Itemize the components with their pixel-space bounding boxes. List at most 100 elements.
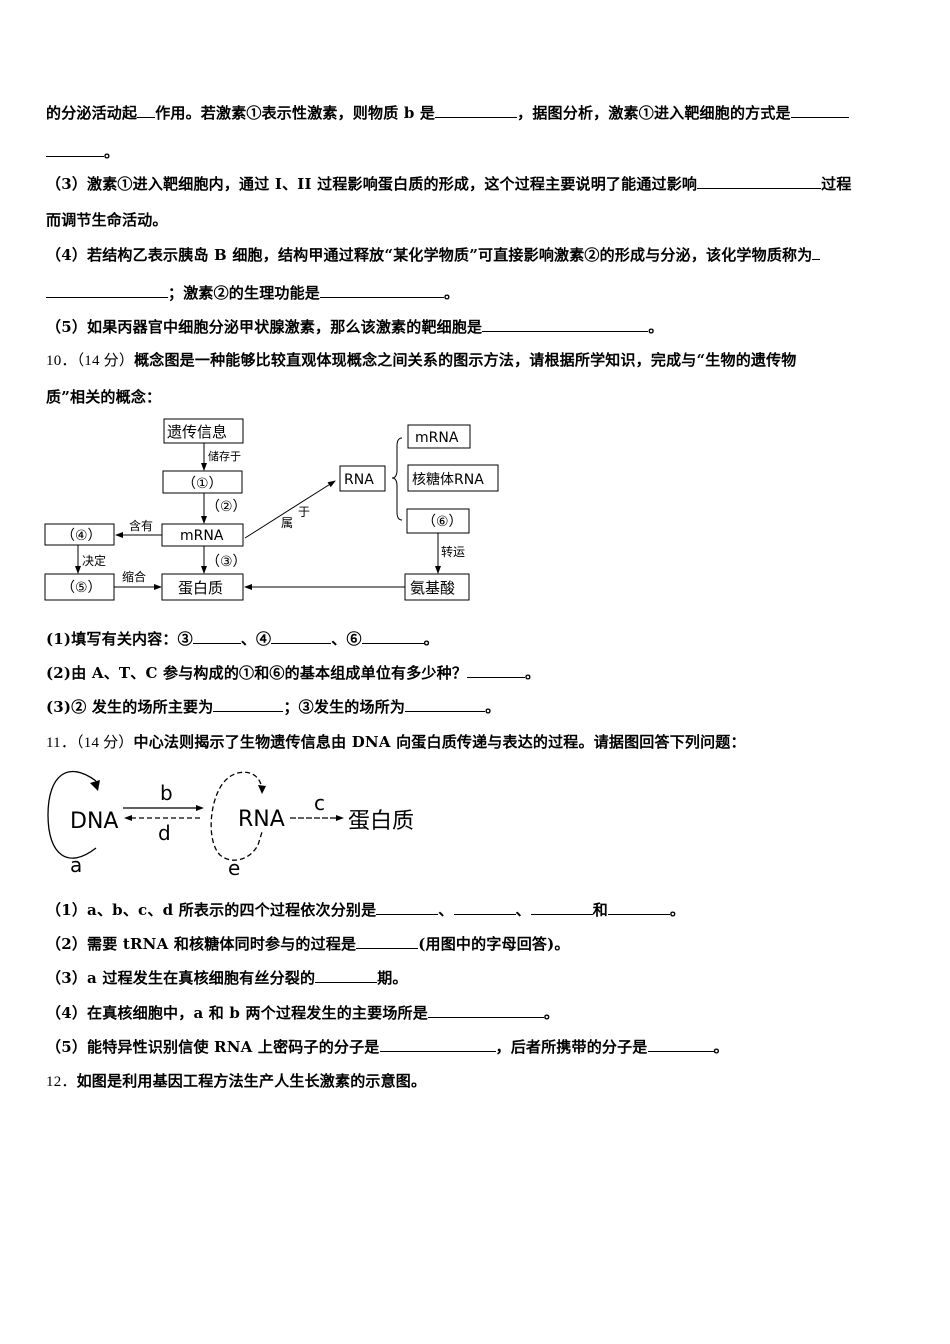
- q9-part-3-cont: 而调节生命活动。: [46, 210, 168, 230]
- question-number: 10．（14 分）: [46, 353, 135, 369]
- box-protein: [161, 573, 244, 601]
- text: 如图是利用基因工程方法生产人生长激素的示意图。: [76, 1072, 427, 1090]
- q9-part-5: （5）如果丙器官中细胞分泌甲状腺激素，那么该激素的靶细胞是 。: [46, 317, 663, 337]
- text: （2）需要 tRNA 和核糖体同时参与的过程是: [46, 935, 357, 953]
- answer-blank[interactable]: [453, 900, 516, 915]
- text: （3）a 过程发生在真核细胞有丝分裂的: [46, 969, 316, 987]
- protein-label: 蛋白质: [348, 809, 414, 834]
- rrna-label: 核糖体RNA: [412, 472, 484, 488]
- answer-blank[interactable]: [482, 317, 649, 332]
- box-rna-mrna: [407, 424, 471, 449]
- answer-blank[interactable]: [379, 1037, 496, 1052]
- box-4: [44, 523, 115, 546]
- text: 的分泌活动起: [46, 104, 138, 122]
- arrow-e-rna-replication: [210, 771, 263, 861]
- answer-blank[interactable]: [356, 934, 419, 949]
- text: 质”相关的概念：: [46, 388, 162, 406]
- text: 、: [515, 901, 531, 919]
- answer-blank[interactable]: [607, 900, 670, 915]
- answer-blank[interactable]: [320, 283, 445, 298]
- q10-sub-3: (3)② 发生的场所主要为 ；③发生的场所为 。: [46, 697, 500, 717]
- answer-blank[interactable]: [213, 697, 284, 712]
- question-number: 11．（14 分）: [46, 735, 134, 751]
- answer-blank[interactable]: [467, 663, 526, 678]
- text: （1）a、b、c、d 所表示的四个过程依次分别是: [46, 901, 377, 919]
- q10-sub-2: (2)由 A、T、C 参与构成的①和⑥的基本组成单位有多少种？。: [46, 663, 540, 683]
- q11-sub-1: （1）a、b、c、d 所表示的四个过程依次分别是 、 、 和 。: [46, 900, 685, 920]
- arrow-a-replication: [47, 770, 97, 859]
- protein-label: 蛋白质: [178, 579, 223, 597]
- box-rna: [339, 465, 386, 492]
- box-6-label: （⑥）: [422, 514, 463, 530]
- text: ；③发生的场所为: [283, 698, 406, 716]
- label-e: e: [228, 856, 240, 880]
- text: 而调节生命活动。: [46, 211, 168, 229]
- text: 、⑥: [331, 630, 362, 648]
- answer-blank[interactable]: [271, 629, 332, 644]
- answer-blank[interactable]: [647, 1037, 714, 1052]
- answer-blank[interactable]: [315, 968, 378, 983]
- q11-sub-4: （4）在真核细胞中，a 和 b 两个过程发生的主要场所是 。: [46, 1003, 559, 1023]
- label-c: c: [314, 791, 325, 815]
- belongs-to-label: 属: [281, 516, 293, 530]
- answer-blank[interactable]: [435, 103, 518, 118]
- q10-sub-1: (1)填写有关内容：③ 、④ 、⑥ 。: [46, 629, 439, 649]
- text: 过程: [821, 175, 852, 193]
- q12-stem: 12．如图是利用基因工程方法生产人生长激素的示意图。: [46, 1071, 426, 1092]
- answer-blank[interactable]: [46, 283, 168, 298]
- text: 。: [423, 630, 439, 648]
- text: （3）激素①进入靶细胞内，通过 I、II 过程影响蛋白质的形成，这个过程主要说明…: [46, 175, 698, 193]
- box-1-label: （①）: [182, 476, 223, 492]
- answer-blank[interactable]: [697, 174, 822, 189]
- text: 。: [485, 698, 501, 716]
- text: （5）如果丙器官中细胞分泌甲状腺激素，那么该激素的靶细胞是: [46, 318, 483, 336]
- transport-label: 转运: [441, 544, 465, 559]
- answer-blank[interactable]: [46, 142, 104, 157]
- box-1: [162, 470, 243, 494]
- answer-blank[interactable]: [137, 103, 156, 118]
- text: 。: [669, 901, 686, 919]
- contains-label: 含有: [129, 518, 153, 533]
- rna-label: RNA: [344, 472, 374, 488]
- text: （4）若结构乙表示胰岛 B 细胞，结构甲通过释放“某化学物质”可直接影响激素②的…: [46, 246, 813, 264]
- text: 和: [592, 901, 608, 919]
- q10-stem-cont: 质”相关的概念：: [46, 387, 161, 407]
- answer-blank[interactable]: [812, 245, 821, 260]
- q10-stem: 10．（14 分）概念图是一种能够比较直观体现概念之间关系的图示方法，请根据所学…: [46, 350, 797, 371]
- text: 、④: [240, 630, 272, 648]
- dna-label: DNA: [70, 809, 118, 834]
- text: ，后者所携带的分子是: [495, 1038, 648, 1056]
- text: 、: [438, 901, 454, 919]
- q9-part-4: （4）若结构乙表示胰岛 B 细胞，结构甲通过释放“某化学物质”可直接影响激素②的…: [46, 245, 821, 265]
- q9-line-1: 的分泌活动起作用。若激素①表示性激素，则物质 b 是，据图分析，激素①进入靶细胞…: [46, 103, 849, 123]
- answer-blank[interactable]: [192, 629, 241, 644]
- q9-part-3: （3）激素①进入靶细胞内，通过 I、II 过程影响蛋白质的形成，这个过程主要说明…: [46, 174, 852, 194]
- question-number: 12．: [46, 1074, 77, 1090]
- belongs-to-label: 于: [298, 505, 310, 519]
- label-b: b: [160, 781, 173, 805]
- rna-label: RNA: [238, 807, 285, 832]
- mrna-label: mRNA: [180, 528, 224, 544]
- text: (1)填写有关内容：③: [46, 630, 193, 648]
- text: (3)② 发生的场所主要为: [46, 698, 214, 716]
- text: ；激素②的生理功能是: [168, 284, 321, 302]
- rna-mrna-label: mRNA: [415, 430, 459, 446]
- answer-blank[interactable]: [427, 1003, 544, 1018]
- text: 。: [444, 284, 460, 302]
- amino-acid-label: 氨基酸: [410, 579, 455, 597]
- text: 。: [543, 1004, 560, 1022]
- answer-blank[interactable]: [530, 900, 593, 915]
- answer-blank[interactable]: [405, 697, 486, 712]
- text: 。: [648, 318, 664, 336]
- q11-sub-5: （5）能特异性识别信使 RNA 上密码子的分子是，后者所携带的分子是。: [46, 1037, 729, 1057]
- q11-sub-3: （3）a 过程发生在真核细胞有丝分裂的期。: [46, 968, 408, 988]
- text: （4）在真核细胞中，a 和 b 两个过程发生的主要场所是: [46, 1004, 428, 1022]
- text: 。: [104, 143, 120, 161]
- stored-in-label: 储存于: [208, 449, 241, 463]
- text: 。: [525, 664, 541, 682]
- answer-blank[interactable]: [790, 103, 849, 118]
- answer-blank[interactable]: [361, 629, 424, 644]
- label-d: d: [158, 821, 171, 845]
- q9-line-2: 。: [46, 142, 119, 162]
- answer-blank[interactable]: [376, 900, 439, 915]
